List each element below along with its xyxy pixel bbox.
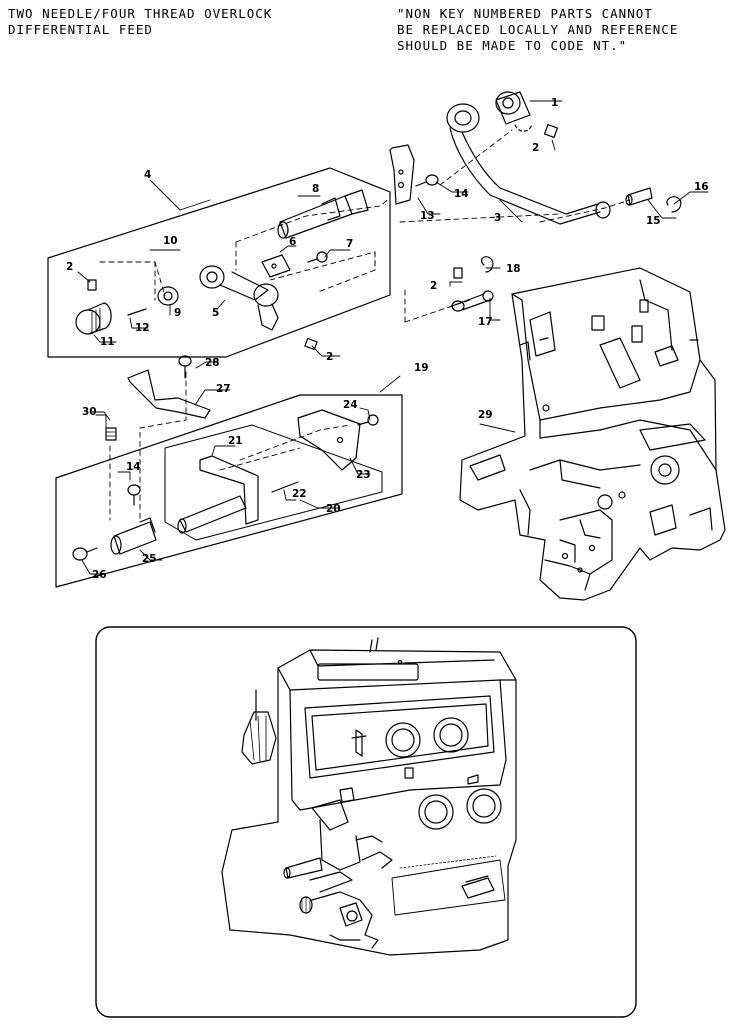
assembly-4-box xyxy=(47,167,391,358)
label-part-9: 9 xyxy=(174,307,181,319)
label-part-6: 6 xyxy=(289,236,296,248)
part-9-collar xyxy=(157,286,179,306)
part-2-screw-a xyxy=(543,123,559,139)
part-8-shaft xyxy=(277,189,369,239)
part-2-screw-d xyxy=(453,267,463,279)
label-part-21: 21 xyxy=(228,435,243,447)
label-part-24: 24 xyxy=(343,399,358,411)
part-12-pin xyxy=(127,308,147,316)
part-labels: 1 2 3 4 8 6 7 10 2 9 5 12 11 2 13 14 15 … xyxy=(66,97,709,581)
label-part-13: 13 xyxy=(420,210,435,222)
label-part-27: 27 xyxy=(216,383,231,395)
alignment-lines xyxy=(99,129,631,521)
note-line-1: "NON KEY NUMBERED PARTS CANNOT xyxy=(397,6,653,21)
part-15-pin xyxy=(625,187,653,206)
label-part-4: 4 xyxy=(144,169,151,181)
label-part-1: 1 xyxy=(551,97,558,109)
label-part-5: 5 xyxy=(212,307,219,319)
label-part-28: 28 xyxy=(205,357,220,369)
label-part-14b: 14 xyxy=(126,461,141,473)
label-part-15: 15 xyxy=(646,215,661,227)
label-part-22: 22 xyxy=(292,488,307,500)
part-17-pin xyxy=(451,290,494,312)
label-part-8: 8 xyxy=(312,183,319,195)
part-5-lever xyxy=(199,265,279,331)
note-line-3: SHOULD BE MADE TO CODE NT." xyxy=(397,38,628,53)
part-21-arm xyxy=(177,455,259,534)
label-part-20: 20 xyxy=(326,503,341,515)
label-part-18: 18 xyxy=(506,263,521,275)
label-part-7: 7 xyxy=(346,238,353,250)
part-30-screw xyxy=(105,427,117,441)
part-18-clip xyxy=(480,256,494,273)
overview-inset xyxy=(95,626,637,1018)
assembly-19-box xyxy=(55,394,403,588)
label-part-2b: 2 xyxy=(66,261,73,273)
label-part-2c: 2 xyxy=(326,351,333,363)
part-14-screw-b xyxy=(127,484,141,506)
label-part-2d: 2 xyxy=(430,280,437,292)
label-part-16: 16 xyxy=(694,181,709,193)
part-22-pin xyxy=(271,481,299,493)
part-14-screw-a xyxy=(415,174,439,187)
leader-lines xyxy=(77,100,709,575)
part-11-knob xyxy=(75,302,112,335)
part-2-screw-c xyxy=(304,337,318,351)
label-part-26: 26 xyxy=(92,569,107,581)
part-28-screw xyxy=(178,355,192,379)
part-1-collar xyxy=(495,91,533,132)
diagram-title: TWO NEEDLE/FOUR THREAD OVERLOCK DIFFEREN… xyxy=(8,6,272,38)
part-29-frame xyxy=(459,267,726,601)
part-13-bracket xyxy=(389,144,415,205)
label-part-12: 12 xyxy=(135,322,150,334)
part-6-plate xyxy=(261,254,291,278)
part-7-screw xyxy=(307,251,328,263)
part-25-shaft xyxy=(110,517,157,555)
label-part-17: 17 xyxy=(478,316,493,328)
part-3-looper-rod xyxy=(446,103,611,225)
label-part-3: 3 xyxy=(494,212,501,224)
part-24-screw xyxy=(357,414,379,426)
part-23-plate xyxy=(297,409,361,471)
label-part-23: 23 xyxy=(356,469,371,481)
label-part-14a: 14 xyxy=(454,188,469,200)
label-part-30: 30 xyxy=(82,406,97,418)
title-line-2: DIFFERENTIAL FEED xyxy=(8,22,153,37)
label-part-19: 19 xyxy=(414,362,429,374)
replacement-note: "NON KEY NUMBERED PARTS CANNOT BE REPLAC… xyxy=(397,6,678,54)
label-part-29: 29 xyxy=(478,409,493,421)
part-27-feed-plate xyxy=(127,369,211,419)
note-line-2: BE REPLACED LOCALLY AND REFERENCE xyxy=(397,22,679,37)
part-26-screw xyxy=(72,547,98,561)
label-part-10: 10 xyxy=(163,235,178,247)
part-2-screw-b xyxy=(87,279,97,291)
label-part-2a: 2 xyxy=(532,142,539,154)
label-part-25: 25 xyxy=(142,553,157,565)
part-16-clip xyxy=(666,196,682,213)
title-line-1: TWO NEEDLE/FOUR THREAD OVERLOCK xyxy=(8,6,273,21)
label-part-11: 11 xyxy=(100,336,115,348)
